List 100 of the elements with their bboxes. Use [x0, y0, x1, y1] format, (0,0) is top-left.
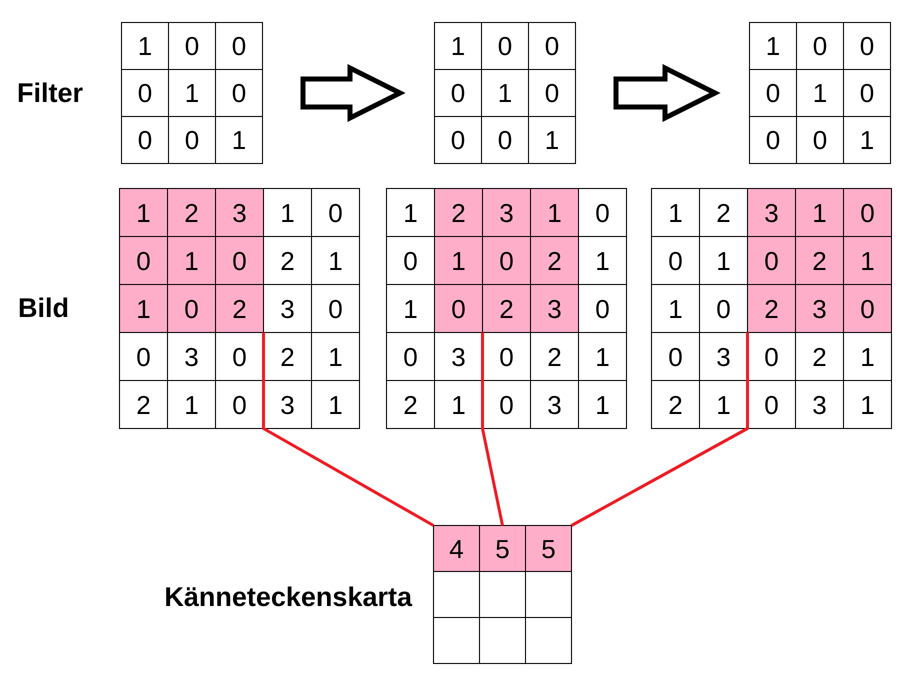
matrix-cell: 0	[843, 22, 890, 69]
highlighted-cell: 0	[482, 236, 530, 284]
matrix-cell: 0	[215, 69, 262, 116]
filter-matrix	[121, 22, 263, 164]
matrix-cell: 0	[796, 22, 843, 69]
matrix-cell: 1	[699, 380, 747, 428]
empty-cell	[479, 617, 525, 663]
matrix-cell: 1	[578, 236, 626, 284]
matrix-cell: 0	[311, 188, 359, 236]
matrix-cell: 0	[168, 116, 215, 163]
filter-matrix	[434, 22, 576, 164]
highlighted-cell: 5	[479, 525, 525, 571]
row-label: Känneteckenskarta	[164, 580, 412, 614]
matrix-cell: 1	[481, 69, 528, 116]
highlighted-cell: 0	[434, 284, 482, 332]
matrix-cell: 0	[747, 380, 795, 428]
matrix-cell: 1	[263, 188, 311, 236]
matrix-cell: 0	[651, 332, 699, 380]
highlighted-cell: 2	[530, 236, 578, 284]
matrix-cell: 3	[167, 332, 215, 380]
highlighted-cell: 3	[747, 188, 795, 236]
matrix-cell: 1	[843, 116, 890, 163]
connector-line	[262, 332, 434, 527]
highlighted-cell: 0	[119, 236, 167, 284]
empty-cell	[479, 571, 525, 617]
highlighted-cell: 0	[747, 236, 795, 284]
matrix-cell: 1	[121, 22, 168, 69]
row-label: Filter	[17, 76, 84, 110]
matrix-cell: 1	[311, 380, 359, 428]
row-label: Bild	[18, 292, 69, 324]
matrix-cell: 0	[215, 332, 263, 380]
matrix-cell: 0	[482, 332, 530, 380]
matrix-cell: 3	[263, 284, 311, 332]
highlighted-cell: 0	[215, 236, 263, 284]
filter-matrix	[749, 22, 891, 164]
highlighted-cell: 1	[530, 188, 578, 236]
matrix-cell: 1	[796, 69, 843, 116]
matrix-cell: 1	[215, 116, 262, 163]
highlighted-cell: 0	[843, 284, 891, 332]
empty-cell	[433, 571, 479, 617]
highlighted-cell: 2	[482, 284, 530, 332]
matrix-cell: 3	[530, 380, 578, 428]
connector-line	[481, 332, 504, 526]
matrix-cell: 3	[434, 332, 482, 380]
feature-map-grid	[433, 525, 572, 664]
matrix-cell: 0	[386, 332, 434, 380]
block-arrow	[300, 64, 406, 122]
matrix-cell: 0	[215, 22, 262, 69]
image-matrix	[386, 188, 627, 429]
matrix-cell: 1	[578, 380, 626, 428]
matrix-cell: 3	[263, 380, 311, 428]
block-arrow	[614, 64, 721, 122]
matrix-cell: 0	[482, 380, 530, 428]
matrix-cell: 0	[311, 284, 359, 332]
image-matrix	[119, 188, 360, 429]
highlighted-cell: 1	[843, 236, 891, 284]
matrix-cell: 1	[843, 332, 891, 380]
highlighted-cell: 1	[434, 236, 482, 284]
highlighted-cell: 2	[215, 284, 263, 332]
matrix-cell: 2	[651, 380, 699, 428]
highlighted-cell: 1	[795, 188, 843, 236]
matrix-cell: 0	[749, 69, 796, 116]
empty-cell	[525, 571, 571, 617]
matrix-cell: 0	[481, 116, 528, 163]
matrix-cell: 1	[749, 22, 796, 69]
matrix-cell: 0	[651, 236, 699, 284]
empty-cell	[433, 617, 479, 663]
highlighted-cell: 2	[167, 188, 215, 236]
matrix-cell: 1	[843, 380, 891, 428]
matrix-cell: 0	[528, 69, 575, 116]
matrix-cell: 0	[528, 22, 575, 69]
image-matrix	[651, 188, 892, 429]
matrix-cell: 1	[311, 332, 359, 380]
matrix-cell: 0	[578, 284, 626, 332]
highlighted-cell: 3	[482, 188, 530, 236]
highlighted-cell: 3	[530, 284, 578, 332]
empty-cell	[525, 617, 571, 663]
matrix-cell: 2	[119, 380, 167, 428]
matrix-cell: 0	[481, 22, 528, 69]
matrix-cell: 0	[843, 69, 890, 116]
matrix-cell: 0	[796, 116, 843, 163]
matrix-cell: 3	[699, 332, 747, 380]
highlighted-cell: 1	[167, 236, 215, 284]
highlighted-cell: 0	[167, 284, 215, 332]
matrix-cell: 1	[651, 188, 699, 236]
highlighted-cell: 2	[747, 284, 795, 332]
connector-line	[570, 332, 749, 527]
highlighted-cell: 5	[525, 525, 571, 571]
highlighted-cell: 1	[119, 188, 167, 236]
matrix-cell: 0	[168, 22, 215, 69]
matrix-cell: 1	[578, 332, 626, 380]
matrix-cell: 2	[386, 380, 434, 428]
highlighted-cell: 3	[215, 188, 263, 236]
matrix-cell: 1	[168, 69, 215, 116]
matrix-cell: 0	[434, 116, 481, 163]
highlighted-cell: 0	[843, 188, 891, 236]
matrix-cell: 1	[434, 22, 481, 69]
matrix-cell: 0	[747, 332, 795, 380]
matrix-cell: 0	[578, 188, 626, 236]
matrix-cell: 3	[795, 380, 843, 428]
